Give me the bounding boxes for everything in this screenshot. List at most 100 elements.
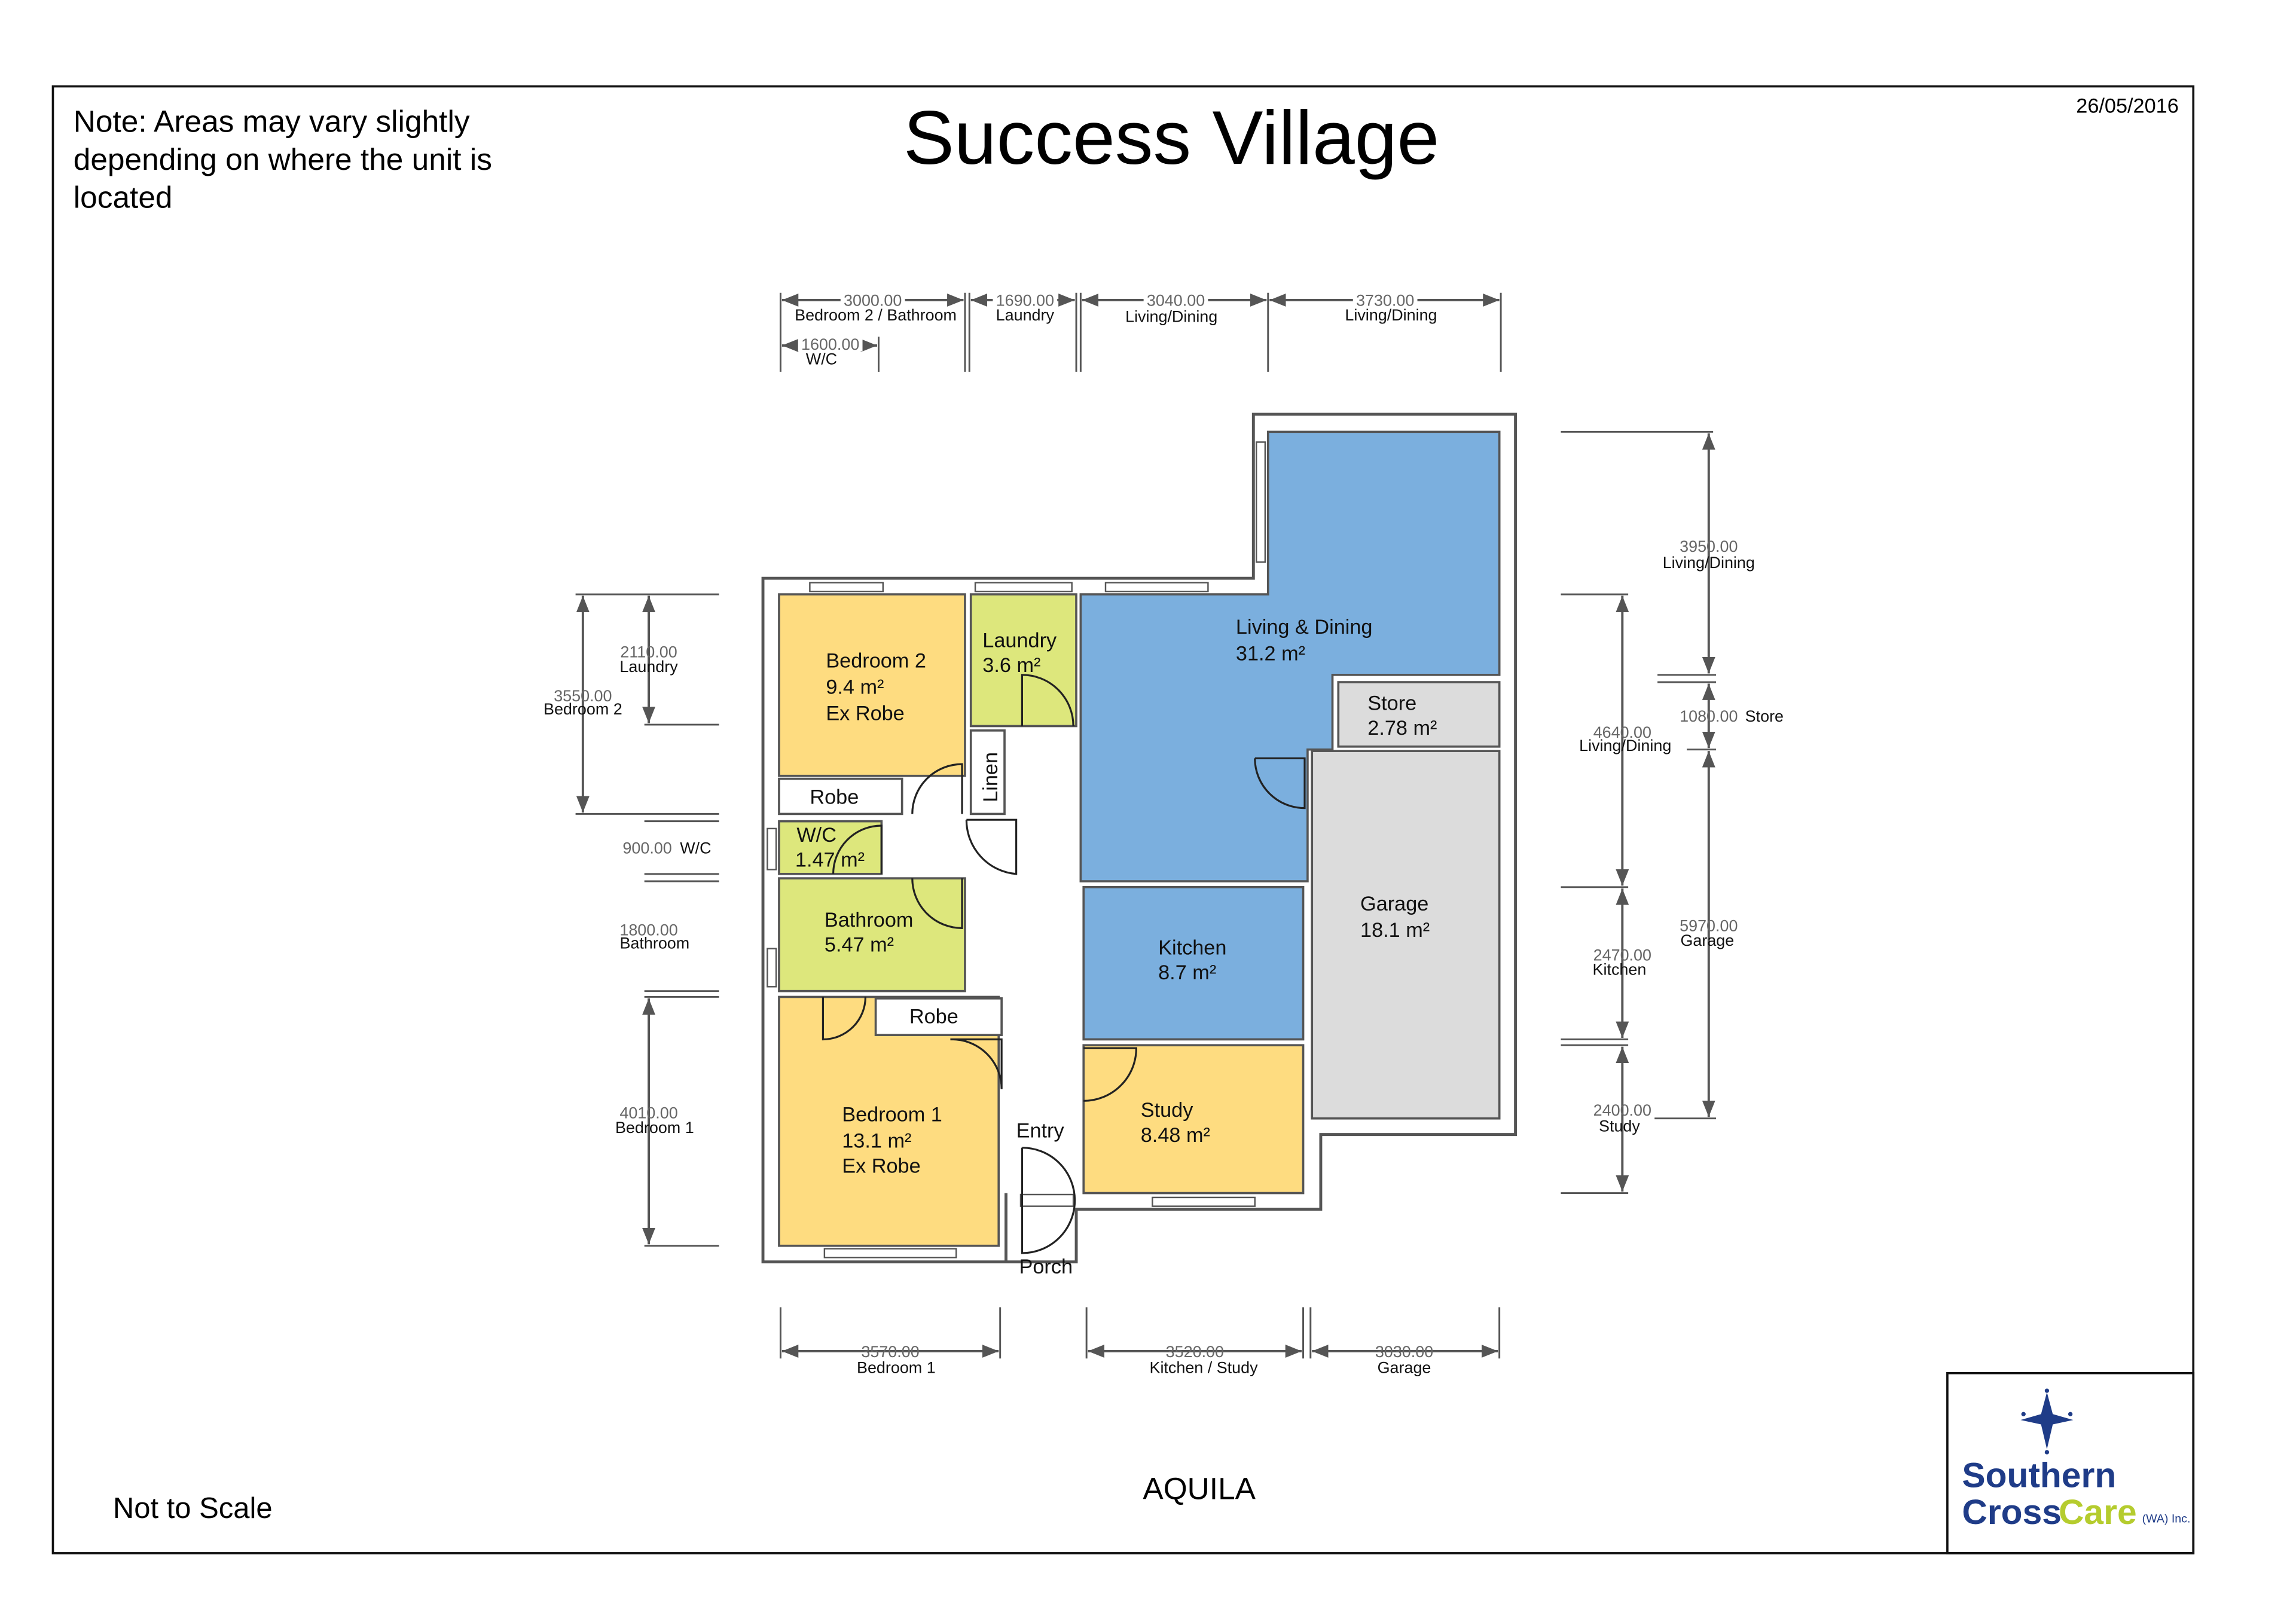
dim-right-2-label: Store xyxy=(1745,707,1784,725)
room-robe-bedroom-2 xyxy=(778,777,903,815)
room-store xyxy=(1337,681,1501,748)
bathroom-area: 5.47 m² xyxy=(825,934,894,957)
room-wc xyxy=(778,820,883,875)
dimension-lines xyxy=(576,293,1715,1358)
dim-right-2-value: 1080.00 xyxy=(1680,707,1738,725)
dim-bottom-3-value: 3030.00 xyxy=(1375,1343,1433,1361)
room-study xyxy=(1082,1044,1305,1195)
study-name: Study xyxy=(1141,1099,1193,1122)
dim-top-2-label: Laundry xyxy=(996,306,1055,324)
dim-left-5-value: 4010.00 xyxy=(619,1104,677,1122)
dimension-labels: 3000.00 Bedroom 2 / Bathroom 1690.00 Lau… xyxy=(544,291,1784,1377)
dim-bottom-1-value: 3570.00 xyxy=(861,1343,919,1361)
dim-right-1-value: 3950.00 xyxy=(1680,537,1738,555)
dim-right-1-label: Living/Dining xyxy=(1663,554,1755,572)
dim-top-3-value: 3040.00 xyxy=(1147,292,1205,310)
dim-right-5-value: 2470.00 xyxy=(1593,946,1651,964)
dim-right-4-label: Living/Dining xyxy=(1579,737,1671,755)
robe-2-name: Robe xyxy=(810,786,859,808)
dim-top-2-value: 1690.00 xyxy=(996,292,1054,310)
linen-name: Linen xyxy=(979,752,1002,802)
bedroom-1-extra: Ex Robe xyxy=(842,1154,920,1177)
room-bedroom-2 xyxy=(778,593,966,777)
store-area: 2.78 m² xyxy=(1367,717,1437,740)
bedroom-1-name: Bedroom 1 xyxy=(842,1104,942,1126)
dim-top-5-value: 1600.00 xyxy=(801,335,859,353)
room-bedroom-1 xyxy=(778,995,1000,1247)
bedroom-1-area: 13.1 m² xyxy=(842,1130,911,1153)
bathroom-name: Bathroom xyxy=(825,909,914,931)
dim-left-3-value: 900.00 xyxy=(622,839,671,857)
dim-left-1-value: 2110.00 xyxy=(620,643,677,661)
bedroom-2-extra: Ex Robe xyxy=(826,702,904,725)
logo-box xyxy=(1946,1371,2195,1554)
southern-cross-care-logo: Southern Cross Care (WA) Inc. xyxy=(1962,1388,2191,1532)
date: 26/05/2016 xyxy=(2076,95,2179,118)
garage-name: Garage xyxy=(1360,893,1428,915)
dim-left-4-value: 1800.00 xyxy=(619,921,677,939)
dim-top-4-value: 3730.00 xyxy=(1356,292,1414,310)
dim-right-4-value: 4640.00 xyxy=(1593,723,1651,741)
dim-right-3-value: 5970.00 xyxy=(1680,917,1738,934)
logo-text-cross: Cross xyxy=(1962,1493,2062,1532)
porch-label: Porch xyxy=(1019,1256,1073,1278)
dim-left-1-label: Laundry xyxy=(619,658,678,676)
dim-top-5-label: W/C xyxy=(806,350,837,368)
dim-right-6-label: Study xyxy=(1599,1117,1640,1135)
dim-left-3-label: W/C xyxy=(680,839,711,857)
logo-text-suffix: (WA) Inc. xyxy=(2142,1512,2191,1525)
dim-right-5-label: Kitchen xyxy=(1593,961,1647,979)
room-kitchen xyxy=(1082,885,1305,1041)
wc-name: W/C xyxy=(796,824,836,847)
dim-left-5-label: Bedroom 1 xyxy=(615,1119,694,1137)
dim-top-4-label: Living/Dining xyxy=(1345,306,1437,324)
wc-area: 1.47 m² xyxy=(795,849,865,872)
note-line-1: Note: Areas may vary slightly xyxy=(74,103,470,138)
dim-right-6-value: 2400.00 xyxy=(1593,1101,1651,1119)
dim-right-3-label: Garage xyxy=(1680,931,1734,949)
room-robe-bedroom-1 xyxy=(874,997,1003,1036)
dim-left-2-value: 3550.00 xyxy=(554,687,612,705)
room-garage xyxy=(1311,750,1501,1120)
exterior-wall xyxy=(761,413,1518,1264)
living-area: 31.2 m² xyxy=(1236,642,1305,665)
laundry-name: Laundry xyxy=(982,629,1057,652)
laundry-area: 3.6 m² xyxy=(982,654,1040,677)
dim-top-1-label: Bedroom 2 / Bathroom xyxy=(795,306,957,324)
bedroom-2-area: 9.4 m² xyxy=(826,676,884,699)
dim-left-2-label: Bedroom 2 xyxy=(544,700,622,718)
study-area: 8.48 m² xyxy=(1141,1124,1210,1147)
store-name: Store xyxy=(1367,692,1416,715)
note-line-2: depending on where the unit is xyxy=(74,142,492,176)
sheet-border xyxy=(51,85,2195,1554)
logo-text-care: Care xyxy=(2059,1493,2137,1532)
door-swings xyxy=(822,674,1306,1254)
dimension-extension-lines xyxy=(575,292,1717,1359)
dim-left-4-label: Bathroom xyxy=(619,934,689,952)
room-linen xyxy=(969,729,1006,815)
living-name: Living & Dining xyxy=(1236,616,1373,639)
dim-bottom-2-value: 3520.00 xyxy=(1166,1343,1224,1361)
room-bathroom xyxy=(778,877,966,992)
scale-note: Not to Scale xyxy=(113,1492,273,1525)
dim-bottom-2-label: Kitchen / Study xyxy=(1149,1359,1258,1377)
garage-area: 18.1 m² xyxy=(1360,919,1430,942)
page-title: Success Village xyxy=(903,95,1439,180)
kitchen-area: 8.7 m² xyxy=(1158,961,1216,984)
room-labels: Bedroom 2 9.4 m² Ex Robe Laundry 3.6 m² … xyxy=(795,616,1437,1278)
bedroom-2-name: Bedroom 2 xyxy=(826,650,926,673)
logo-text-southern: Southern xyxy=(1962,1456,2116,1495)
note-line-3: located xyxy=(74,180,173,215)
robe-1-name: Robe xyxy=(909,1006,958,1028)
dim-bottom-3-label: Garage xyxy=(1378,1359,1431,1377)
room-laundry xyxy=(969,593,1077,728)
plan-name: AQUILA xyxy=(1143,1471,1256,1505)
windows xyxy=(767,441,1266,1258)
entry-label: Entry xyxy=(1016,1120,1065,1143)
room-living-dining xyxy=(1079,430,1501,882)
dim-bottom-1-label: Bedroom 1 xyxy=(857,1359,936,1377)
kitchen-name: Kitchen xyxy=(1158,936,1226,959)
dim-top-3-label: Living/Dining xyxy=(1125,308,1217,326)
southern-cross-star-icon xyxy=(2020,1388,2074,1455)
dim-top-1-value: 3000.00 xyxy=(844,292,902,310)
